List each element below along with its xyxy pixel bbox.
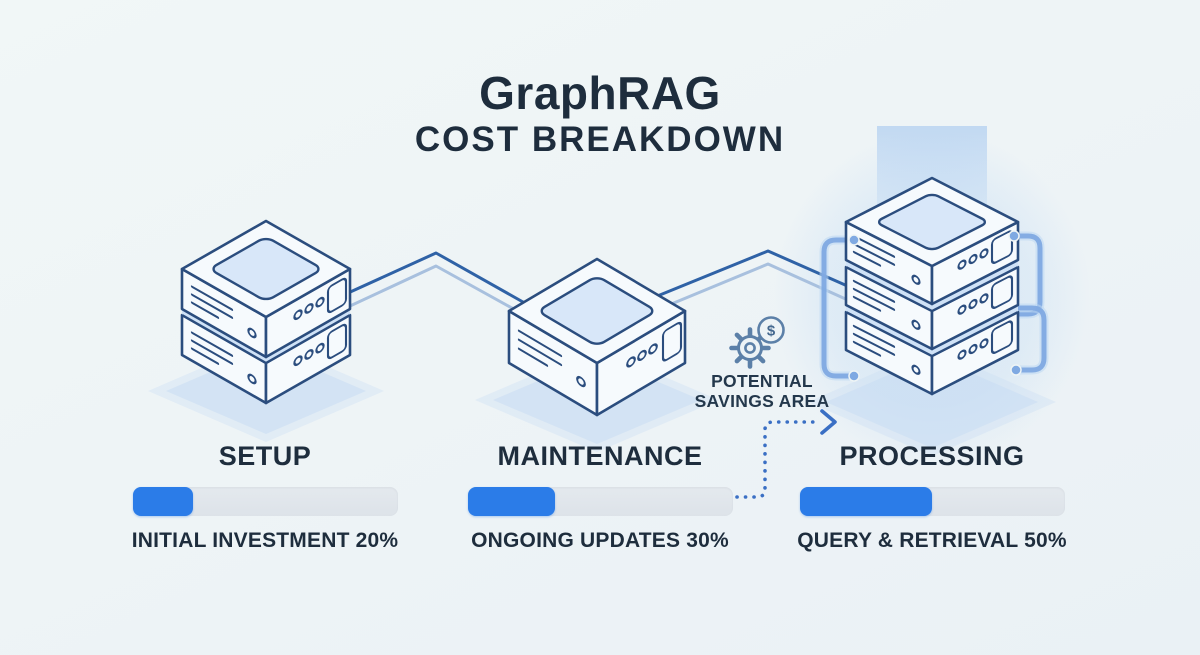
- savings-label-line2: SAVINGS AREA: [694, 391, 830, 411]
- page-subtitle: COST BREAKDOWN: [414, 120, 786, 159]
- dollar-coin-icon: $: [757, 316, 785, 344]
- server-stack-right-icon: [808, 176, 1056, 456]
- bracket-node-dot: [1010, 364, 1022, 376]
- server-single-middle-icon: [475, 257, 719, 452]
- progress-bar-fill: [799, 487, 932, 516]
- progress-bar-track: [799, 487, 1065, 516]
- stage-label: SETUP: [218, 441, 312, 471]
- progress-bar-track: [132, 487, 398, 516]
- stage-label: MAINTENANCE: [497, 441, 703, 471]
- page-title: GraphRAG: [479, 67, 721, 119]
- server-stack-left-icon: [148, 219, 384, 442]
- side-bracket-left: [819, 235, 859, 381]
- connector-left-middle: [347, 251, 549, 330]
- bracket-node-dot: [848, 234, 860, 246]
- dollar-symbol: $: [767, 323, 776, 340]
- stage-setup: SETUP INITIAL INVESTMENT 20%: [115, 441, 415, 553]
- stage-caption: ONGOING UPDATES 30%: [471, 529, 729, 552]
- stage-caption: INITIAL INVESTMENT 20%: [131, 529, 399, 552]
- bracket-node-dot: [848, 370, 860, 382]
- progress-bar-fill: [467, 487, 555, 516]
- stage-maintenance: MAINTENANCE ONGOING UPDATES 30%: [450, 441, 750, 553]
- stage-label: PROCESSING: [839, 441, 1025, 471]
- savings-arrow: [735, 409, 837, 499]
- stage-caption: QUERY & RETRIEVAL 50%: [797, 529, 1067, 552]
- savings-label-line1: POTENTIAL: [711, 371, 813, 391]
- bracket-node-dot: [1008, 230, 1020, 242]
- progress-bar-fill: [132, 487, 194, 516]
- side-bracket-right-upper: [1007, 231, 1045, 319]
- potential-savings-label: POTENTIAL SAVINGS AREA: [672, 371, 852, 411]
- side-bracket-right-lower: [1011, 303, 1049, 375]
- stage-processing: PROCESSING QUERY & RETRIEVAL 50%: [782, 441, 1082, 553]
- progress-bar-track: [467, 487, 733, 516]
